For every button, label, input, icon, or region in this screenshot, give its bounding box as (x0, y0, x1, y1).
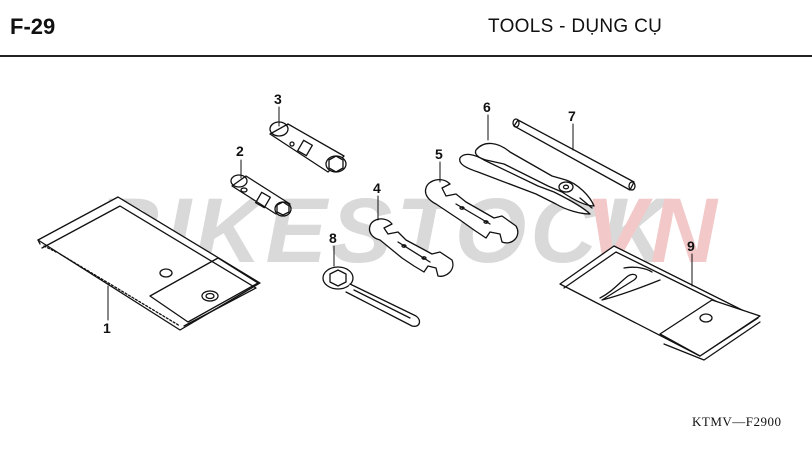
handle-bar-icon (512, 118, 636, 191)
callout-9: 9 (687, 238, 695, 254)
socket-wrench-icon (230, 174, 292, 217)
callout-numbers: 1 2 3 4 5 6 7 8 9 (103, 91, 695, 336)
callout-5: 5 (435, 146, 443, 162)
reference-code: KTMV—F2900 (692, 414, 782, 429)
figure-code: F-29 (10, 14, 56, 39)
callout-1: 1 (103, 320, 111, 336)
ring-spanner-icon (322, 266, 421, 327)
manual-bag-icon (559, 245, 761, 361)
box-spanner-icon (269, 121, 347, 173)
header-divider (0, 55, 812, 57)
callout-7: 7 (568, 108, 576, 124)
callout-3: 3 (274, 91, 282, 107)
callout-2: 2 (236, 143, 244, 159)
callout-8: 8 (329, 230, 337, 246)
open-end-wrench-large-icon (424, 178, 519, 244)
pliers-icon (459, 142, 595, 215)
page-title: TOOLS - DỤNG CỤ (488, 16, 663, 37)
leader-lines (107, 106, 693, 321)
open-end-wrench-small-icon (368, 218, 454, 277)
callout-6: 6 (483, 99, 491, 115)
callout-4: 4 (373, 180, 381, 196)
tool-bag-icon (37, 196, 261, 331)
